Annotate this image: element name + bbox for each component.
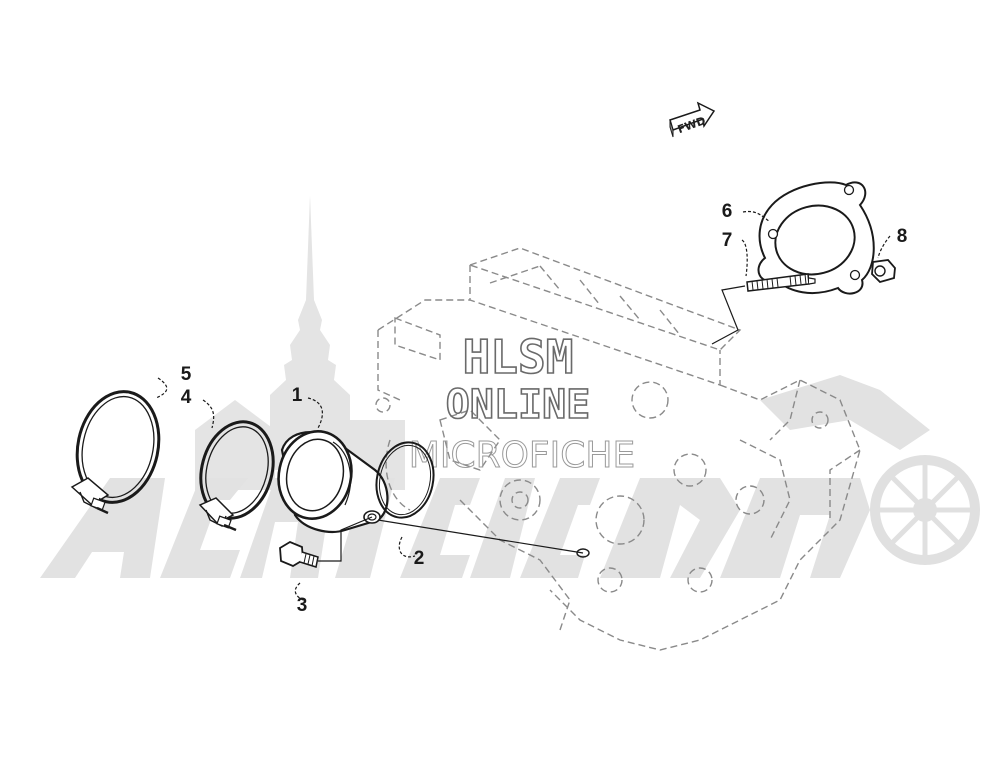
watermark-line-3: MICROFICHE bbox=[409, 435, 635, 476]
engine-block-phantom bbox=[375, 247, 861, 651]
part-2-o-ring bbox=[375, 441, 435, 519]
leader-4 bbox=[202, 399, 215, 429]
watermark-line-1: HLSM bbox=[463, 330, 574, 384]
leader-7 bbox=[741, 239, 748, 277]
callout-4: 4 bbox=[181, 387, 192, 408]
callout-6: 6 bbox=[722, 201, 733, 222]
leader-6 bbox=[742, 210, 771, 223]
callout-3: 3 bbox=[297, 595, 308, 616]
hlsm-watermark: HLSM ONLINE MICROFICHE bbox=[408, 329, 635, 476]
callout-8: 8 bbox=[897, 226, 908, 247]
part-8-nut bbox=[871, 259, 896, 284]
part-4-hose-clamp bbox=[198, 420, 275, 532]
leader-3 bbox=[294, 582, 304, 601]
callout-2: 2 bbox=[414, 548, 425, 569]
part-7-stud bbox=[746, 273, 816, 292]
leader-2 bbox=[398, 536, 416, 558]
callout-5: 5 bbox=[181, 364, 192, 385]
part-6-gasket-plate bbox=[757, 181, 875, 295]
watermark-line-2: ONLINE bbox=[446, 382, 591, 428]
part-5-hose-clamp bbox=[70, 390, 161, 515]
callout-7: 7 bbox=[722, 230, 733, 251]
callout-1: 1 bbox=[292, 385, 303, 406]
callout-labels: 5 4 1 2 3 6 7 8 bbox=[181, 201, 908, 616]
leader-3-install bbox=[318, 516, 373, 562]
arrow-icon bbox=[669, 101, 716, 131]
leader-5 bbox=[155, 377, 168, 399]
part-1-intake-flange bbox=[277, 430, 389, 533]
part-3-bolt bbox=[279, 540, 319, 568]
leader-8 bbox=[877, 235, 891, 259]
leader-7-install bbox=[711, 285, 746, 345]
engine-mount-hole bbox=[576, 548, 590, 558]
leader-lines bbox=[155, 210, 891, 601]
fwd-direction-arrow: FWD bbox=[669, 101, 716, 138]
leader-1-install bbox=[377, 519, 584, 554]
